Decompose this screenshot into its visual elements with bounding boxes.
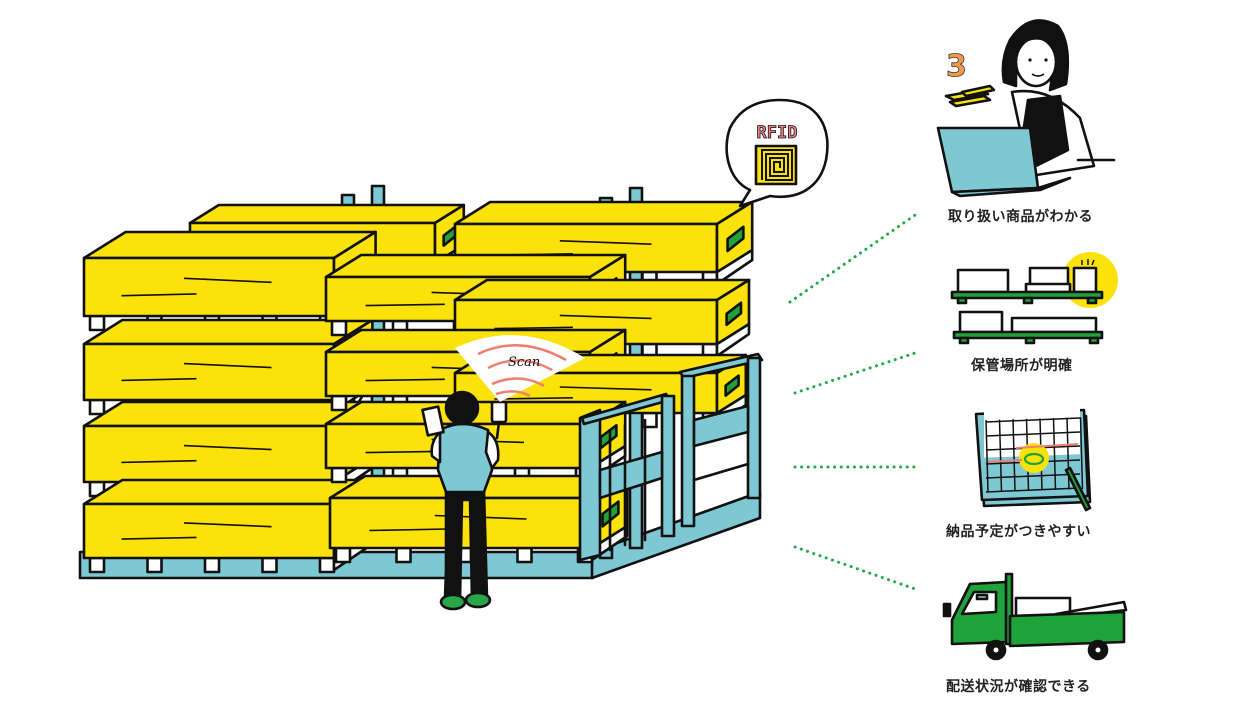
connector-line-1 [788, 211, 920, 304]
connector-line-2 [793, 350, 920, 395]
benefit-caption-delivery: 配送状況が確認できる [946, 679, 1091, 695]
product-count-badge: 3 [946, 49, 967, 84]
worker-scanning [421, 390, 508, 611]
delivery-truck-icon [942, 572, 1128, 661]
calendar-schedule-icon [974, 382, 1092, 512]
rfid-tag-icon [754, 144, 798, 186]
connector-line-4 [793, 545, 920, 592]
rfid-label: RFID [757, 123, 798, 143]
rfid-speech-bubble: RFID [725, 98, 829, 208]
worker-laptop-icon: 3 [936, 19, 1116, 198]
pallet-box [82, 478, 374, 574]
shelf-location-icon [950, 252, 1118, 345]
scan-wave: Scan [455, 335, 585, 402]
benefit-caption-schedule: 納品予定がつきやすい [946, 524, 1091, 540]
connector-lines [788, 211, 920, 592]
scan-label: Scan [508, 355, 540, 370]
pallet-boxes [82, 200, 754, 574]
product-bars-icon [944, 84, 996, 108]
cage-cart [578, 352, 764, 562]
benefit-caption-storage: 保管場所が明確 [971, 358, 1073, 374]
benefit-caption-products: 取り扱い商品がわかる [948, 209, 1093, 225]
